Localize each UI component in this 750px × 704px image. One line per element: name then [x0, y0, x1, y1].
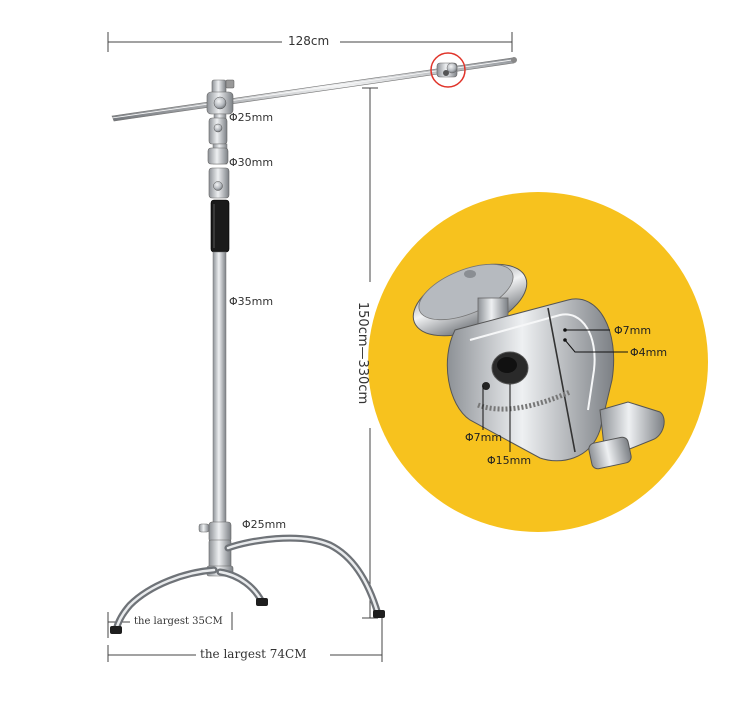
- detail-hole-top: Φ7mm: [614, 324, 652, 337]
- tube-diameter-middle: Φ35mm: [229, 295, 274, 308]
- tube-diameter-upper: Φ30mm: [229, 156, 274, 169]
- boom-length-label: 128cm: [288, 34, 330, 48]
- stand-column: [198, 113, 234, 577]
- height-range-label: 150cm—330cm: [355, 299, 371, 407]
- callout-dots: [563, 328, 567, 342]
- grip-head: [206, 79, 235, 115]
- leg-span-large-label: the largest 74CM: [200, 647, 307, 661]
- tube-diameter-base: Φ25mm: [242, 518, 287, 531]
- detail-main-hole: Φ15mm: [487, 454, 532, 467]
- leg-span-small-label: the largest 35CM: [134, 616, 223, 627]
- detail-slot: Φ4mm: [630, 346, 668, 359]
- tube-diameter-top: Φ25mm: [229, 111, 274, 124]
- leg-feet: [110, 598, 385, 634]
- detail-callout-lines: [482, 329, 628, 452]
- boom-end-clamp: [436, 62, 458, 78]
- leg-span-dimensions: [107, 612, 383, 662]
- boom-length-dimension: [107, 32, 513, 52]
- grip-head-closeup: [412, 263, 665, 470]
- clamp-callout-ring: [430, 52, 466, 88]
- detail-hole-left: Φ7mm: [465, 431, 503, 444]
